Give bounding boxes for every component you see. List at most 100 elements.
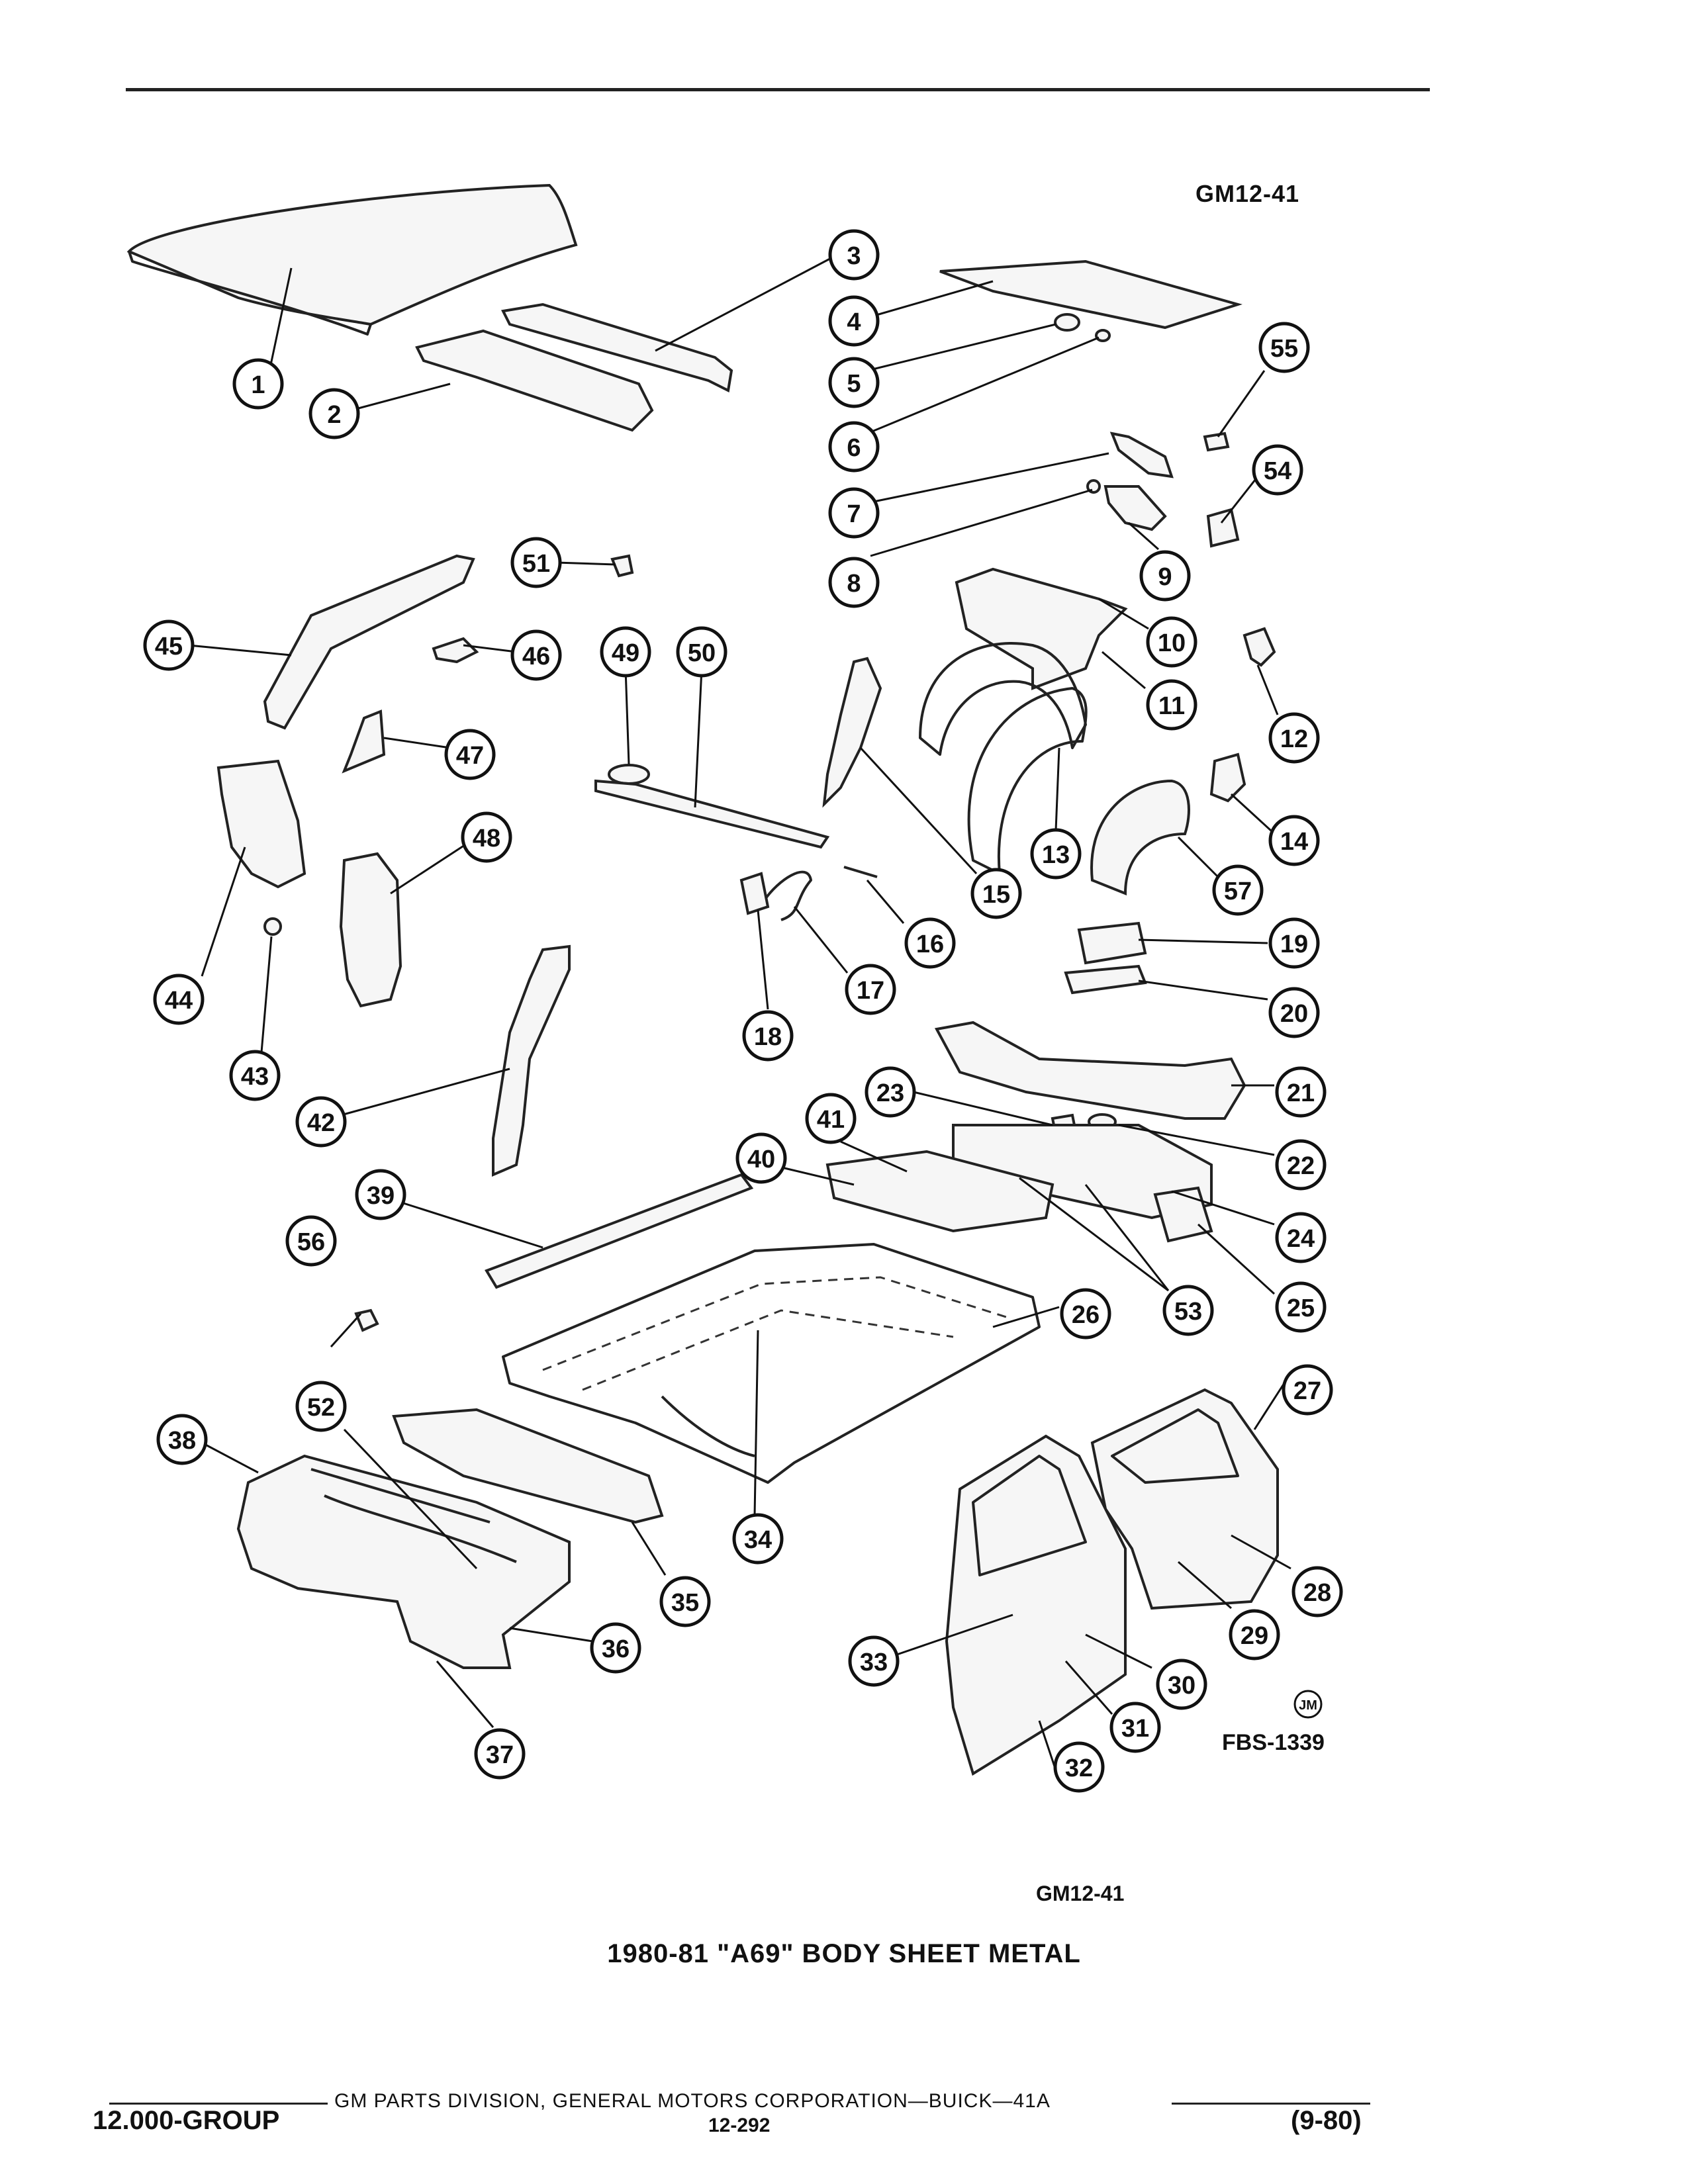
callout-51: 51 <box>510 537 562 588</box>
svg-text:39: 39 <box>367 1182 395 1210</box>
svg-text:41: 41 <box>817 1106 845 1134</box>
svg-text:57: 57 <box>1224 878 1252 905</box>
callout-30: 30 <box>1156 1659 1207 1710</box>
part-support <box>1209 752 1246 803</box>
svg-text:55: 55 <box>1270 335 1298 363</box>
footer-date: (9-80) <box>1291 2106 1362 2135</box>
svg-text:10: 10 <box>1158 629 1186 657</box>
part-gusset <box>1103 485 1167 531</box>
svg-text:26: 26 <box>1072 1301 1100 1329</box>
svg-text:17: 17 <box>857 977 884 1005</box>
callout-48: 48 <box>461 811 512 863</box>
callout-3: 3 <box>828 229 880 281</box>
callout-54: 54 <box>1252 444 1303 496</box>
svg-text:34: 34 <box>744 1526 772 1554</box>
callout-5: 5 <box>828 357 880 408</box>
part-quarter-pillar <box>822 657 882 808</box>
svg-text:15: 15 <box>982 881 1010 909</box>
part-clip-bracket <box>1064 964 1147 995</box>
part-striker <box>843 866 878 878</box>
callout-9: 9 <box>1139 550 1191 602</box>
figure-id-top: GM12-41 <box>1196 180 1300 207</box>
callout-25: 25 <box>1275 1281 1327 1333</box>
svg-text:22: 22 <box>1287 1152 1315 1180</box>
callout-17: 17 <box>845 964 896 1015</box>
part-hinge-pillar <box>216 759 306 889</box>
callout-11: 11 <box>1146 679 1197 731</box>
callout-33: 33 <box>848 1635 900 1687</box>
figure-id-bottom: GM12-41 <box>1036 1882 1125 1905</box>
svg-text:19: 19 <box>1280 931 1308 958</box>
callout-27: 27 <box>1282 1364 1333 1416</box>
callout-57: 57 <box>1212 864 1264 916</box>
drawing-reference: FBS-1339 <box>1222 1730 1325 1755</box>
svg-text:25: 25 <box>1287 1295 1315 1322</box>
part-dash-panel <box>236 1454 571 1669</box>
callout-46: 46 <box>510 629 562 681</box>
svg-text:48: 48 <box>473 825 500 852</box>
callout-47: 47 <box>444 729 496 780</box>
callout-31: 31 <box>1109 1702 1161 1753</box>
svg-text:45: 45 <box>155 633 183 660</box>
svg-text:31: 31 <box>1121 1715 1149 1743</box>
callout-39: 39 <box>355 1169 406 1220</box>
part-fastener <box>263 917 282 936</box>
svg-text:6: 6 <box>847 434 861 462</box>
part-roof-bow <box>594 779 830 849</box>
part-pocket <box>1077 921 1147 965</box>
leader-lines <box>188 253 1291 1781</box>
svg-text:8: 8 <box>847 570 861 598</box>
part-plug <box>1054 313 1080 332</box>
part-clip <box>1095 329 1111 342</box>
part-tab-plate <box>1206 508 1240 548</box>
svg-text:56: 56 <box>297 1228 325 1256</box>
part-rear-door <box>1090 1388 1279 1610</box>
callout-16: 16 <box>904 917 956 969</box>
callout-52: 52 <box>295 1381 347 1432</box>
svg-text:43: 43 <box>241 1063 269 1091</box>
footer-rule-left <box>109 2103 328 2105</box>
callout-14: 14 <box>1268 815 1320 866</box>
svg-text:33: 33 <box>860 1649 888 1676</box>
part-windshield-pillar <box>263 554 475 730</box>
svg-text:12: 12 <box>1280 725 1308 753</box>
svg-text:42: 42 <box>307 1109 335 1137</box>
callout-24: 24 <box>1275 1212 1327 1263</box>
svg-text:49: 49 <box>612 639 639 667</box>
svg-text:16: 16 <box>916 931 944 958</box>
part-front-header <box>415 329 654 432</box>
callout-53: 53 <box>1162 1285 1214 1336</box>
part-latch-rod <box>763 870 812 921</box>
part-brace <box>342 709 386 774</box>
footer-division: GM PARTS DIVISION, GENERAL MOTORS CORPOR… <box>334 2090 1051 2112</box>
callout-49: 49 <box>600 626 651 678</box>
svg-text:53: 53 <box>1174 1298 1202 1326</box>
svg-text:52: 52 <box>307 1394 335 1422</box>
part-front-door <box>945 1434 1127 1776</box>
svg-text:54: 54 <box>1264 457 1291 485</box>
callout-56: 56 <box>285 1215 337 1267</box>
callout-32: 32 <box>1053 1741 1105 1793</box>
callout-19: 19 <box>1268 917 1320 969</box>
svg-text:40: 40 <box>747 1146 775 1173</box>
part-dome-lamp <box>608 764 650 785</box>
callout-7: 7 <box>828 487 880 539</box>
callout-34: 34 <box>732 1513 784 1565</box>
artist-mark: JM <box>1293 1690 1323 1719</box>
callout-22: 22 <box>1275 1139 1327 1191</box>
footer-page-number: 12-292 <box>708 2115 771 2136</box>
part-rear-crossmember <box>934 1021 1246 1120</box>
callout-4: 4 <box>828 295 880 347</box>
svg-text:36: 36 <box>602 1635 630 1663</box>
callout-45: 45 <box>143 619 195 671</box>
part-rocker-panel <box>485 1173 754 1289</box>
part-spare-tire-well <box>1153 1186 1213 1243</box>
svg-text:5: 5 <box>847 370 861 398</box>
svg-text:50: 50 <box>688 639 716 667</box>
callout-28: 28 <box>1291 1566 1343 1617</box>
svg-text:24: 24 <box>1287 1225 1315 1253</box>
svg-text:37: 37 <box>486 1741 514 1769</box>
part-reinforcement <box>1109 432 1174 478</box>
callout-41: 41 <box>805 1093 857 1144</box>
callout-15: 15 <box>970 868 1022 919</box>
